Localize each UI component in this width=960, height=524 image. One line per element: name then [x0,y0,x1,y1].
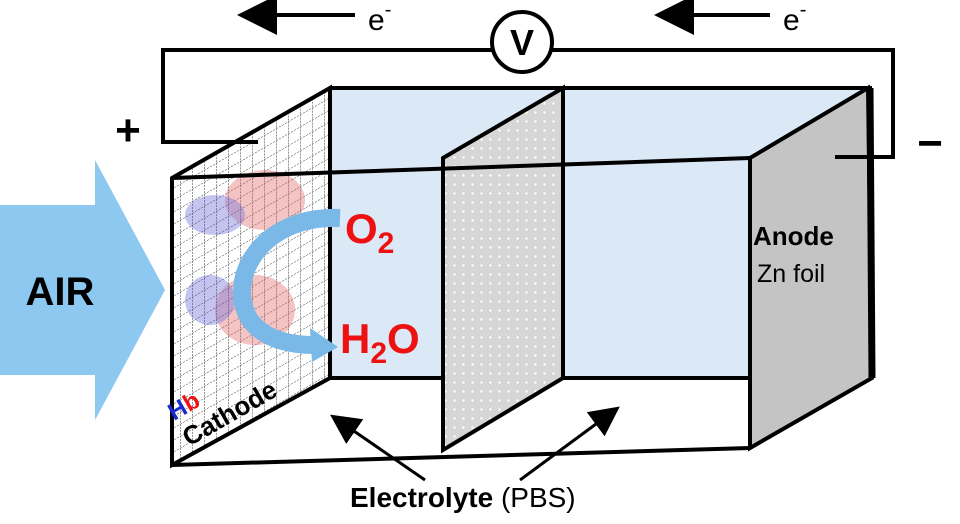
separator-membrane [441,84,565,454]
h2o-label: H2O [340,315,420,370]
electron-label-left: e- [368,0,391,37]
electron-label-right: e- [783,0,806,37]
plus-terminal-label: + [115,106,141,155]
external-circuit-wire [161,48,895,159]
cell-outline [171,86,872,467]
air-label: AIR [26,270,95,314]
anode-material-label: Zn foil [757,260,825,288]
electrolyte-label: Electrolyte (PBS) [350,482,576,513]
voltmeter-label: V [510,22,534,63]
electrolyte-pointer-left [330,414,426,482]
reaction-arrow [233,208,341,354]
electrolyte-pointer-right [519,406,620,482]
minus-terminal-label: − [917,119,943,168]
voltmeter [490,10,554,74]
o2-label: O2 [345,205,394,260]
anode-label: Anode [753,221,834,251]
air-arrow [0,160,165,420]
electrolyte-front-chamber [565,158,745,378]
